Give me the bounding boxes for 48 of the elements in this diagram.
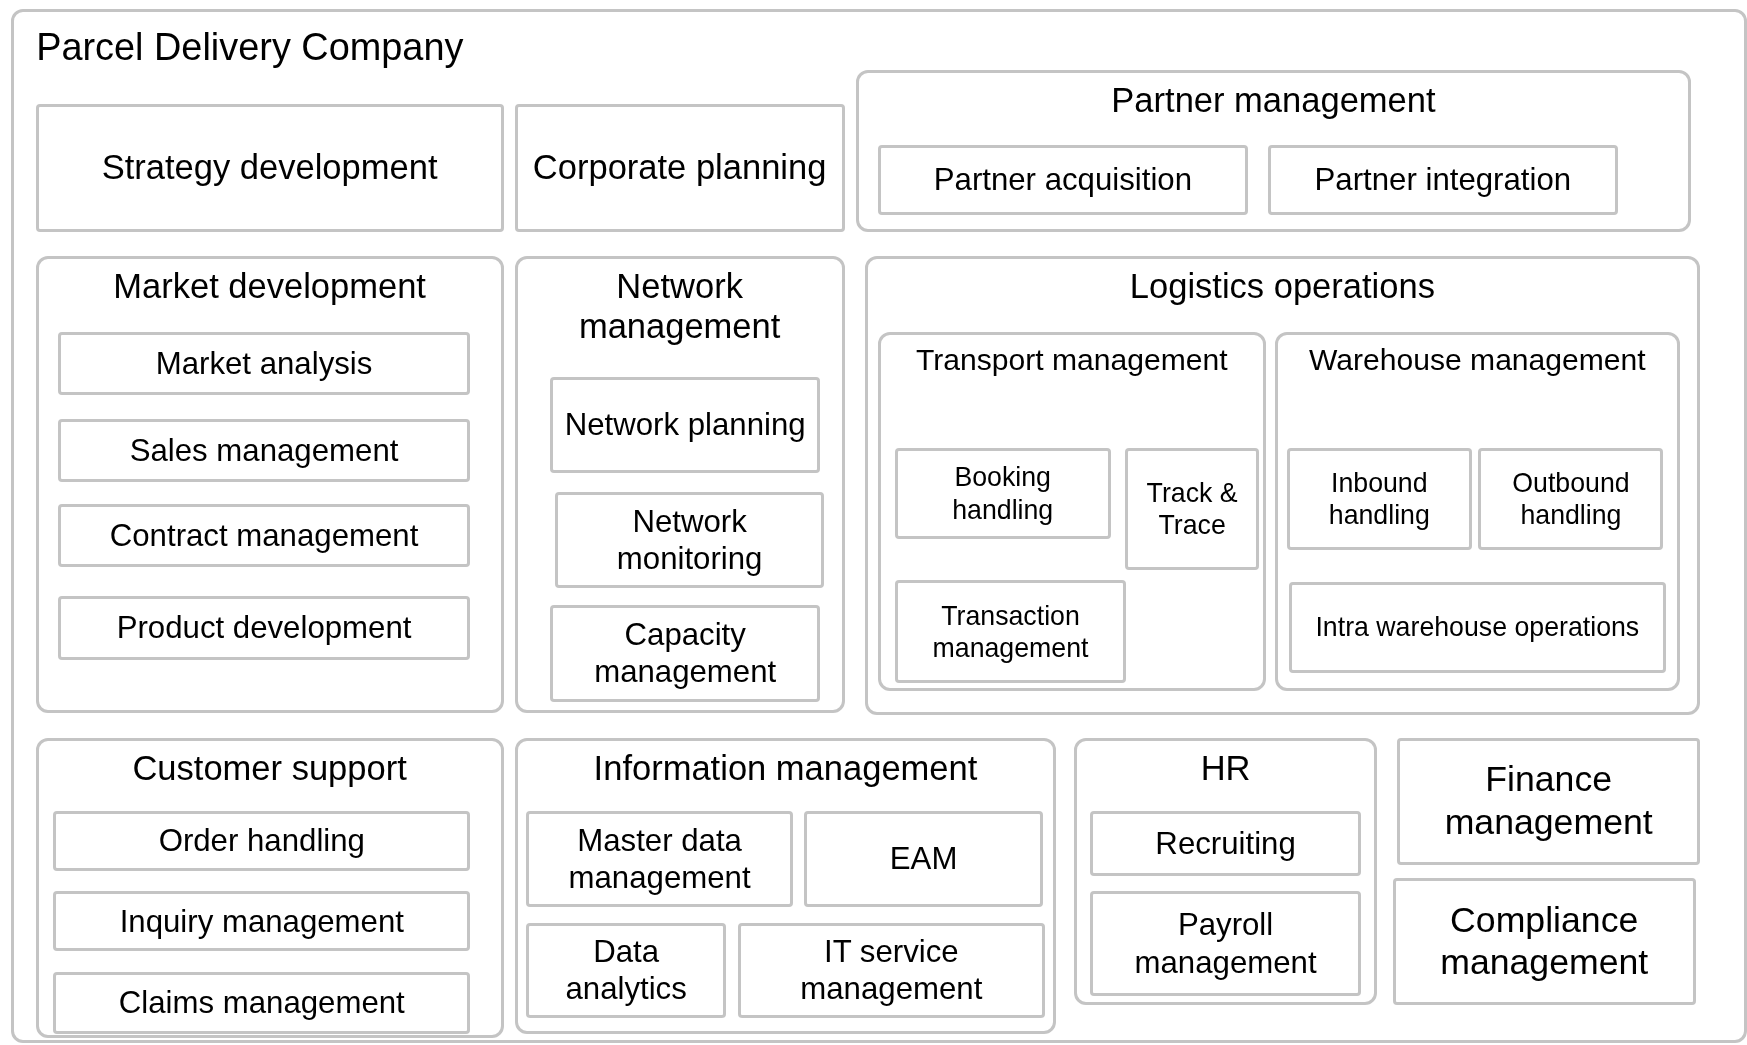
capability-box: Market analysis [57, 332, 471, 396]
capability-box: Sales management [57, 418, 471, 483]
group-title: Warehouse management [1308, 343, 1647, 378]
group-title: HR [1199, 748, 1252, 789]
capability-box: Payroll management [1089, 891, 1362, 997]
capability-box: Finance management [1397, 737, 1701, 865]
group-title: Network management [577, 267, 782, 347]
capability-box: Inbound handling [1286, 447, 1472, 551]
group-title: Information management [592, 748, 979, 789]
capability-group [864, 256, 1701, 716]
capability-box: Corporate planning [514, 103, 845, 232]
capability-box: Data analytics [525, 922, 727, 1019]
capability-box: Track & Trace [1125, 447, 1259, 571]
capability-box: Partner integration [1267, 144, 1618, 215]
capability-box: Intra warehouse operations [1289, 581, 1666, 673]
group-title: Parcel Delivery Company [36, 25, 464, 70]
capability-box: Capacity management [550, 604, 820, 702]
capability-box: Claims management [53, 971, 471, 1034]
capability-group [35, 256, 504, 714]
capability-box: Inquiry management [53, 891, 471, 952]
capability-group [11, 8, 1747, 1043]
capability-group [1074, 737, 1378, 1005]
capability-box: Network planning [550, 376, 820, 474]
group-title: Market development [112, 267, 427, 307]
capability-box: IT service management [737, 922, 1046, 1019]
capability-box: EAM [804, 811, 1043, 907]
capability-group [514, 256, 845, 714]
capability-group [514, 737, 1057, 1034]
group-title: Logistics operations [1128, 267, 1436, 307]
capability-box: Master data management [525, 811, 794, 907]
capability-group [1274, 332, 1681, 691]
capability-box: Booking handling [894, 447, 1111, 540]
capability-group [855, 70, 1692, 232]
capability-box: Transaction management [894, 580, 1127, 683]
capability-box: Contract management [57, 503, 471, 568]
capability-box: Product development [57, 596, 471, 660]
capability-box: Order handling [53, 811, 471, 872]
capability-group [877, 332, 1266, 691]
capability-box: Network monitoring [554, 492, 825, 589]
capability-box: Recruiting [1089, 811, 1362, 876]
capability-box: Compliance management [1392, 877, 1696, 1005]
group-title: Customer support [131, 748, 408, 789]
capability-box: Partner acquisition [877, 144, 1248, 215]
capability-box: Strategy development [35, 103, 504, 232]
group-title: Transport management [915, 343, 1229, 378]
group-title: Partner management [1110, 81, 1437, 121]
capability-group [35, 737, 504, 1039]
capability-box: Outbound handling [1478, 447, 1664, 551]
